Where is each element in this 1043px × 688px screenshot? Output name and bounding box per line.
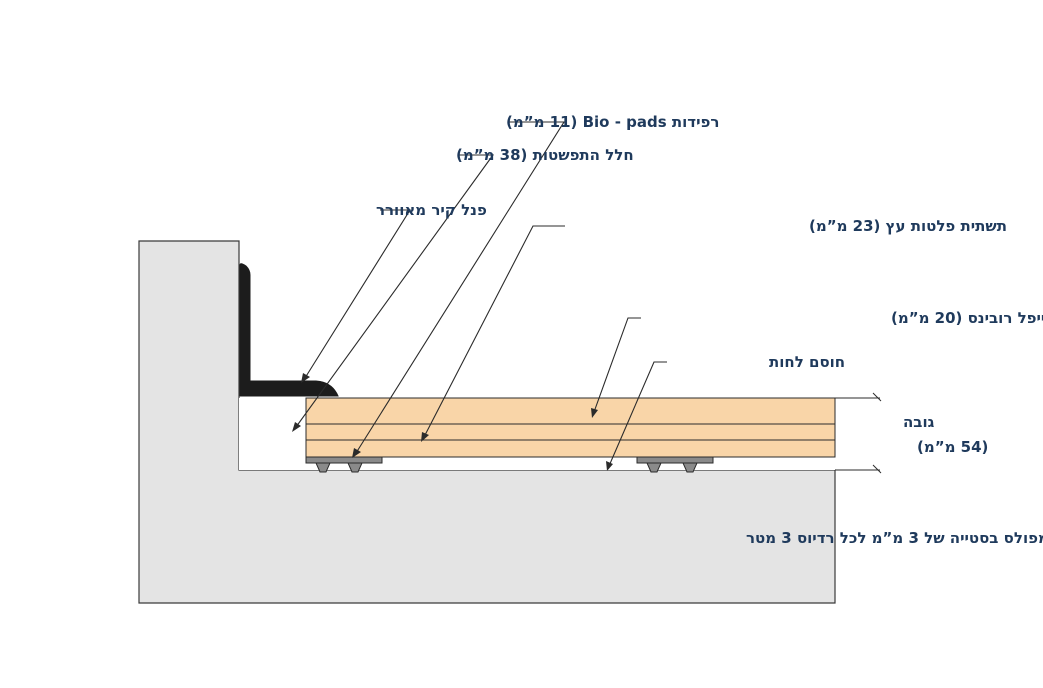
arrow-subfloor [421, 432, 429, 442]
label-wall-panel: פנל קיר מאוורר [376, 201, 487, 219]
leader-expansion-gap [295, 154, 495, 428]
arrow-wall-panel [301, 373, 310, 383]
parquet-layer [305, 397, 836, 425]
bio-pad-right [636, 456, 714, 473]
arrow-expansion-gap [292, 422, 301, 432]
subfloor-layer-bottom [305, 439, 836, 458]
interior-gap [239, 241, 835, 470]
arrow-bio-pads [352, 448, 361, 458]
height-mark-bottom-tick [872, 464, 882, 474]
label-parquet: פרקט מייפל רובינס (20 מ”מ) [891, 309, 1043, 327]
leader-moisture-barrier [608, 361, 667, 467]
wall-panel [239, 263, 339, 397]
leader-bio-pads [355, 121, 565, 454]
leader-wall-panel [304, 209, 411, 379]
label-height-title: גובה [903, 413, 935, 431]
label-concrete: בטון חלק ומפולס בסטייה של 3 מ”מ לכל רדיו… [746, 529, 1043, 547]
label-height-value: (54 מ”מ) [917, 438, 988, 456]
leader-subfloor [423, 225, 565, 438]
bio-pad-left [305, 456, 383, 473]
arrow-parquet [591, 408, 598, 418]
height-mark-top-tick [872, 392, 882, 402]
arrow-moisture-barrier [606, 461, 613, 471]
subfloor-layer-top [305, 423, 836, 441]
leader-parquet [593, 317, 641, 413]
label-bio-pads: רפידות Bio - pads (11 מ”מ) [506, 113, 719, 131]
label-subfloor: תשתית פלטות עץ (23 מ”מ) [809, 217, 1007, 235]
label-moisture-barrier: חוסם לחות [769, 353, 845, 371]
label-expansion-gap: חלל התפשטות (38 מ”מ) [456, 146, 634, 164]
